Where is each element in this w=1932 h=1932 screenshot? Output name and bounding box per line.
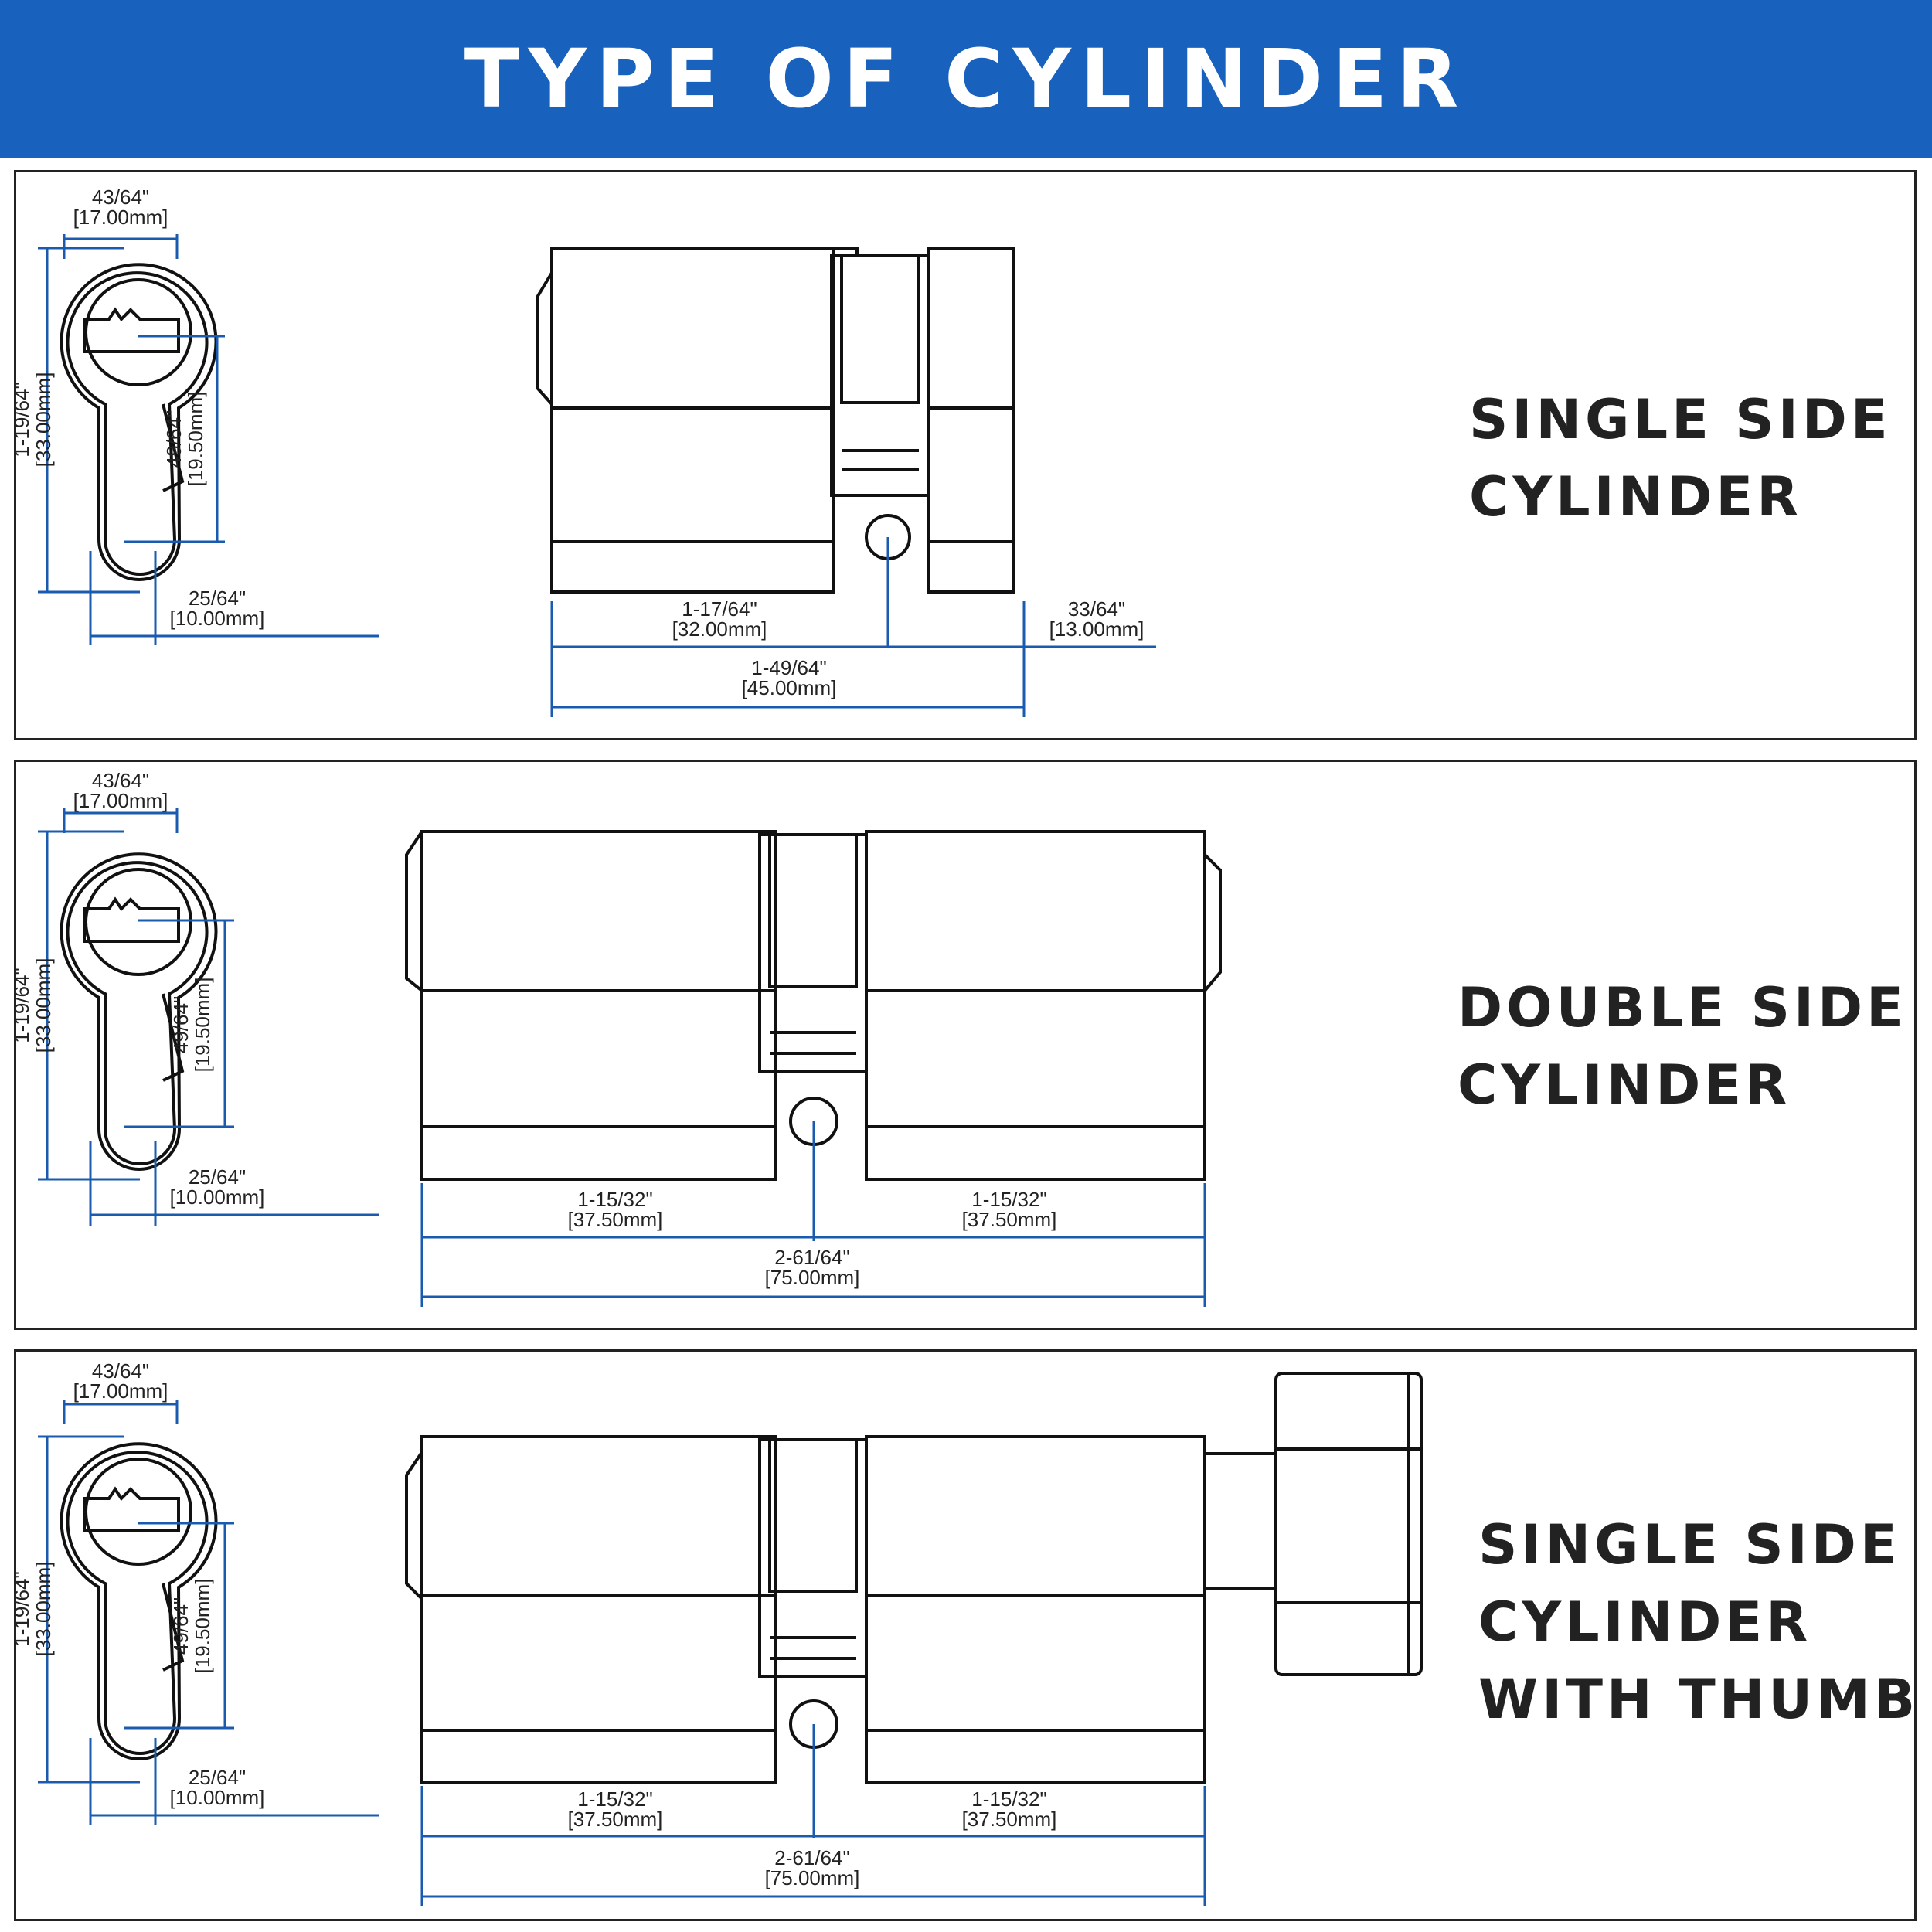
height-dim-in: 1-19/64" bbox=[16, 382, 33, 457]
header-banner: TYPE OF CYLINDER bbox=[0, 0, 1932, 158]
label-line-3: WITH THUMB bbox=[1478, 1668, 1920, 1731]
side-body bbox=[405, 830, 1222, 1181]
label-line-1: DOUBLE SIDE bbox=[1458, 976, 1907, 1039]
width-dim-mm: [17.00mm] bbox=[73, 206, 168, 229]
dimension-lengths: 1-17/64" [32.00mm] 33/64" [13.00mm] 1-49… bbox=[550, 537, 1156, 717]
label-line-2: CYLINDER bbox=[1469, 465, 1803, 529]
height-dim-in: 1-19/64" bbox=[16, 968, 33, 1043]
thumb-turn bbox=[1203, 1372, 1423, 1676]
base-dim-mm: [10.00mm] bbox=[170, 1786, 265, 1809]
mid-dim-mm: [19.50mm] bbox=[191, 978, 214, 1073]
dimension-height: 1-19/64" [33.00mm] bbox=[16, 830, 140, 1181]
panel-single-side: 43/64" [17.00mm] 1-19/64" [33.00mm] 49/6… bbox=[14, 170, 1917, 740]
side-body bbox=[536, 247, 1015, 594]
width-dim-in: 43/64" bbox=[92, 185, 149, 209]
dimension-base: 25/64" [10.00mm] bbox=[89, 551, 379, 645]
total-mm: [75.00mm] bbox=[765, 1866, 860, 1889]
page-title: TYPE OF CYLINDER bbox=[464, 32, 1468, 126]
total-in: 1-49/64" bbox=[751, 656, 826, 679]
len-a-mm: [37.50mm] bbox=[568, 1208, 663, 1231]
side-body bbox=[405, 1435, 1206, 1784]
panel-double-side: 43/64" [17.00mm] 1-19/64" [33.00mm] 49/6… bbox=[14, 760, 1917, 1330]
len-b-in: 1-15/32" bbox=[971, 1787, 1046, 1811]
dimension-mid: 49/64" [19.50mm] bbox=[124, 919, 234, 1128]
dimension-base: 25/64" [10.00mm] bbox=[89, 1141, 379, 1226]
label-double-side: DOUBLE SIDE CYLINDER bbox=[1458, 969, 1907, 1124]
label-single-side: SINGLE SIDE CYLINDER bbox=[1469, 381, 1892, 536]
dimension-width: 43/64" [17.00mm] bbox=[63, 185, 179, 259]
height-dim-mm: [33.00mm] bbox=[32, 958, 55, 1053]
single-side-drawing: 43/64" [17.00mm] 1-19/64" [33.00mm] 49/6… bbox=[16, 185, 1156, 717]
dimension-width: 43/64" [17.00mm] bbox=[63, 769, 179, 833]
len-b-in: 33/64" bbox=[1068, 597, 1125, 621]
base-dim-in: 25/64" bbox=[189, 587, 246, 610]
label-line-2: CYLINDER bbox=[1458, 1053, 1791, 1117]
total-in: 2-61/64" bbox=[774, 1246, 849, 1269]
len-a-in: 1-15/32" bbox=[577, 1787, 652, 1811]
mid-dim-in: 49/64" bbox=[162, 410, 185, 468]
total-in: 2-61/64" bbox=[774, 1846, 849, 1869]
front-profile bbox=[60, 852, 218, 1171]
len-b-in: 1-15/32" bbox=[971, 1188, 1046, 1211]
label-line-1: SINGLE SIDE bbox=[1469, 388, 1892, 451]
dimension-lengths: 1-15/32" [37.50mm] 1-15/32" [37.50mm] 2-… bbox=[420, 1724, 1206, 1906]
base-dim-mm: [10.00mm] bbox=[170, 607, 265, 630]
label-thumb-turn: SINGLE SIDE CYLINDER WITH THUMB bbox=[1478, 1506, 1919, 1738]
len-b-mm: [13.00mm] bbox=[1049, 617, 1145, 641]
label-line-2: CYLINDER bbox=[1478, 1590, 1812, 1654]
front-profile bbox=[60, 1442, 218, 1760]
len-a-mm: [32.00mm] bbox=[672, 617, 767, 641]
width-dim-in: 43/64" bbox=[92, 1359, 149, 1383]
base-dim-mm: [10.00mm] bbox=[170, 1185, 265, 1209]
len-b-mm: [37.50mm] bbox=[962, 1808, 1057, 1831]
total-mm: [75.00mm] bbox=[765, 1266, 860, 1289]
len-a-in: 1-15/32" bbox=[577, 1188, 652, 1211]
double-side-drawing: 43/64" [17.00mm] 1-19/64" [33.00mm] 49/6… bbox=[16, 769, 1222, 1307]
dimension-width: 43/64" [17.00mm] bbox=[63, 1359, 179, 1424]
len-a-mm: [37.50mm] bbox=[568, 1808, 663, 1831]
height-dim-mm: [33.00mm] bbox=[32, 372, 55, 468]
dimension-height: 1-19/64" [33.00mm] bbox=[16, 1435, 140, 1784]
len-a-in: 1-17/64" bbox=[682, 597, 757, 621]
base-dim-in: 25/64" bbox=[189, 1766, 246, 1789]
dimension-mid: 49/64" [19.50mm] bbox=[124, 1522, 234, 1730]
width-dim-mm: [17.00mm] bbox=[73, 789, 168, 812]
mid-dim-in: 49/64" bbox=[169, 1597, 192, 1655]
dimension-mid: 49/64" [19.50mm] bbox=[124, 335, 225, 543]
width-dim-mm: [17.00mm] bbox=[73, 1379, 168, 1403]
len-b-mm: [37.50mm] bbox=[962, 1208, 1057, 1231]
total-mm: [45.00mm] bbox=[742, 676, 837, 699]
height-dim-in: 1-19/64" bbox=[16, 1571, 33, 1646]
panel-thumb-turn: 43/64" [17.00mm] 1-19/64" [33.00mm] 49/6… bbox=[14, 1349, 1917, 1921]
width-dim-in: 43/64" bbox=[92, 769, 149, 792]
thumb-turn-drawing: 43/64" [17.00mm] 1-19/64" [33.00mm] 49/6… bbox=[16, 1359, 1423, 1906]
mid-dim-mm: [19.50mm] bbox=[191, 1579, 214, 1674]
height-dim-mm: [33.00mm] bbox=[32, 1562, 55, 1657]
label-line-1: SINGLE SIDE bbox=[1478, 1513, 1901, 1577]
mid-dim-mm: [19.50mm] bbox=[184, 392, 207, 487]
front-profile bbox=[60, 263, 218, 581]
dimension-base: 25/64" [10.00mm] bbox=[89, 1738, 379, 1825]
dimension-lengths: 1-15/32" [37.50mm] 1-15/32" [37.50mm] 2-… bbox=[420, 1121, 1206, 1307]
dimension-height: 1-19/64" [33.00mm] bbox=[16, 247, 140, 594]
base-dim-in: 25/64" bbox=[189, 1165, 246, 1189]
mid-dim-in: 49/64" bbox=[169, 996, 192, 1053]
